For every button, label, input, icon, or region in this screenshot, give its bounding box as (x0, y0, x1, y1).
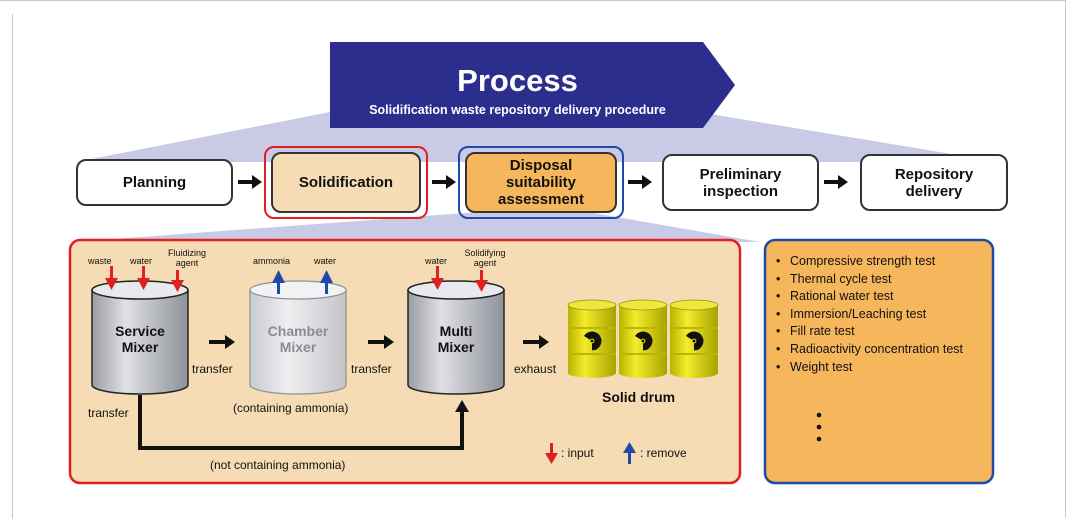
containing-ammonia-note: (containing ammonia) (233, 401, 349, 415)
page-subtitle: Solidification waste repository delivery… (369, 103, 666, 117)
remove-label-ammonia: ammonia (253, 256, 291, 266)
input-label-water: water (130, 256, 153, 266)
test-list: Compressive strength test Thermal cycle … (776, 254, 990, 377)
solidification-panel (68, 238, 742, 485)
banner-shadow (76, 112, 1000, 162)
assessment-shadow (72, 212, 760, 242)
test-item: Immersion/Leaching test (776, 307, 990, 322)
step-planning: Planning (76, 159, 233, 206)
remove-label-water: water (314, 256, 337, 266)
exhaust-label: exhaust (514, 362, 557, 376)
input-label-solidifying-agent: Solidifying agent (464, 248, 506, 268)
input-label-waste: waste (88, 256, 112, 266)
transfer-label-2: transfer (351, 362, 392, 376)
transfer-label-3: transfer (88, 406, 129, 420)
transfer-arrows (209, 335, 549, 349)
bypass-arrowhead (455, 400, 469, 412)
step-solidification: Solidification (271, 152, 421, 213)
page-title: Process (457, 63, 578, 98)
chamber-mixer-label: Chamber Mixer (267, 323, 329, 355)
remove-arrow-icon (623, 442, 636, 464)
process-banner (330, 42, 735, 128)
service-mixer-label: Service Mixer (115, 323, 165, 355)
ellipsis-icon (816, 412, 822, 442)
test-item: Weight test (776, 360, 990, 375)
step-disposal-suitability-assessment: Disposal suitability assessment (465, 152, 617, 213)
test-item: Thermal cycle test (776, 272, 990, 287)
service-mixer-cylinder (91, 280, 189, 395)
test-item: Fill rate test (776, 324, 990, 339)
solid-drum-label: Solid drum (602, 389, 676, 405)
multi-mixer-label: Multi Mixer (437, 323, 475, 355)
input-label-water-multi: water (425, 256, 448, 266)
bypass-note: (not containing ammonia) (210, 458, 346, 472)
remove-arrows (272, 270, 333, 294)
radiation-icon (584, 331, 704, 351)
legend-input-label: : input (561, 446, 594, 460)
transfer-label-1: transfer (192, 362, 233, 376)
test-item: Compressive strength test (776, 254, 990, 269)
assessment-highlight (458, 146, 624, 219)
bypass-line (138, 395, 464, 450)
step-repository-delivery: Repository delivery (860, 154, 1008, 211)
legend-remove-label: : remove (640, 446, 687, 460)
test-item: Rational water test (776, 289, 990, 304)
multi-mixer-cylinder (407, 280, 505, 395)
input-arrow-icon (545, 443, 558, 464)
input-label-fluidizing-agent: Fluidizing agent (167, 248, 207, 268)
chamber-mixer-cylinder (249, 280, 347, 395)
figure-left-rule (12, 14, 13, 519)
input-arrows (105, 266, 488, 292)
test-item: Radioactivity concentration test (776, 342, 990, 357)
step-preliminary-inspection: Preliminary inspection (662, 154, 819, 211)
step-arrows (238, 175, 848, 189)
solidification-highlight (264, 146, 428, 219)
